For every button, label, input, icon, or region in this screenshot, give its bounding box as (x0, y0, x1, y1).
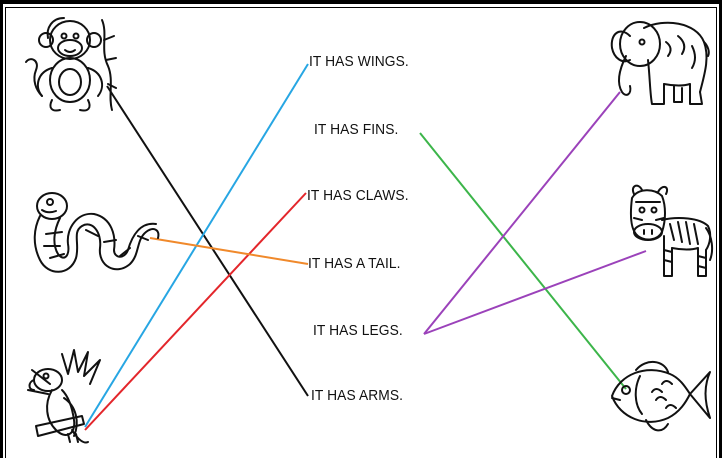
match-line-monkey-arms[interactable] (106, 85, 309, 397)
phrase-legs: IT HAS LEGS. (313, 322, 403, 339)
match-line-snake-tail[interactable] (149, 237, 309, 265)
match-line-fins-fish[interactable] (419, 132, 627, 390)
monkey-icon (25, 17, 117, 112)
phrase-arms: IT HAS ARMS. (311, 387, 404, 404)
match-line-legs-zebra[interactable] (423, 250, 647, 335)
phrase-claws: IT HAS CLAWS. (307, 187, 409, 204)
inner-border-right (716, 7, 717, 458)
phrase-fins: IT HAS FINS. (314, 121, 399, 138)
snake-icon (33, 192, 160, 273)
page-border-left (0, 0, 3, 458)
inner-border-top (5, 7, 717, 8)
match-line-parrot-claws[interactable] (84, 192, 307, 431)
elephant-icon (610, 21, 710, 105)
fish-icon (611, 361, 711, 432)
zebra-icon (629, 184, 714, 277)
phrase-tail: IT HAS A TAIL. (308, 255, 401, 272)
page-border-right (719, 0, 722, 458)
parrot-icon (27, 349, 101, 444)
phrase-wings: IT HAS WINGS. (309, 53, 409, 70)
page-border-top (0, 0, 722, 4)
inner-border-left (5, 7, 6, 458)
match-line-legs-elephant[interactable] (423, 91, 621, 335)
